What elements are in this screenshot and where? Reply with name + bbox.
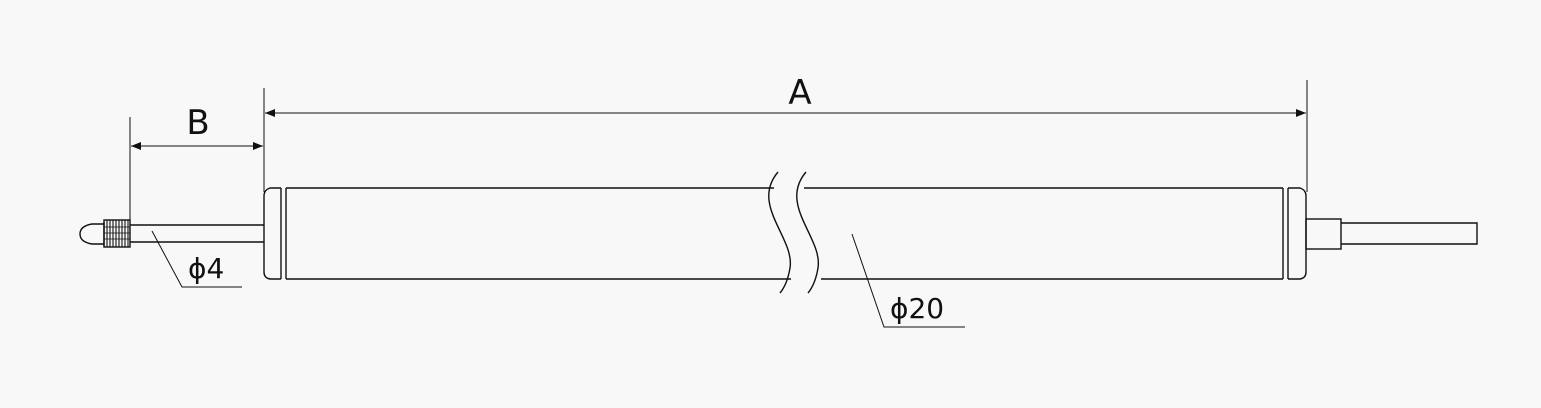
break-mark-left: [768, 171, 791, 294]
rear-connector: [1305, 218, 1342, 250]
dimension-label-b: B: [186, 103, 209, 143]
main-body: [263, 171, 1307, 294]
knurled-collar: [103, 219, 131, 248]
dimension-b: B: [129, 103, 263, 222]
probe-tip: [79, 219, 131, 248]
dimension-a: A: [263, 73, 1308, 192]
probe-diameter-label: ϕ4: [188, 252, 224, 285]
left-end-cap: [263, 187, 281, 280]
dimension-label-a: A: [788, 73, 811, 113]
cable: [1341, 222, 1478, 245]
body-diameter-callout: ϕ20: [851, 233, 965, 328]
body-diameter-label: ϕ20: [890, 292, 944, 325]
probe-diameter-callout: ϕ4: [151, 230, 242, 288]
break-mark-right: [796, 171, 819, 294]
right-end-cap: [1288, 187, 1307, 280]
probe-rod: [130, 224, 264, 243]
probe-nose: [79, 223, 104, 245]
